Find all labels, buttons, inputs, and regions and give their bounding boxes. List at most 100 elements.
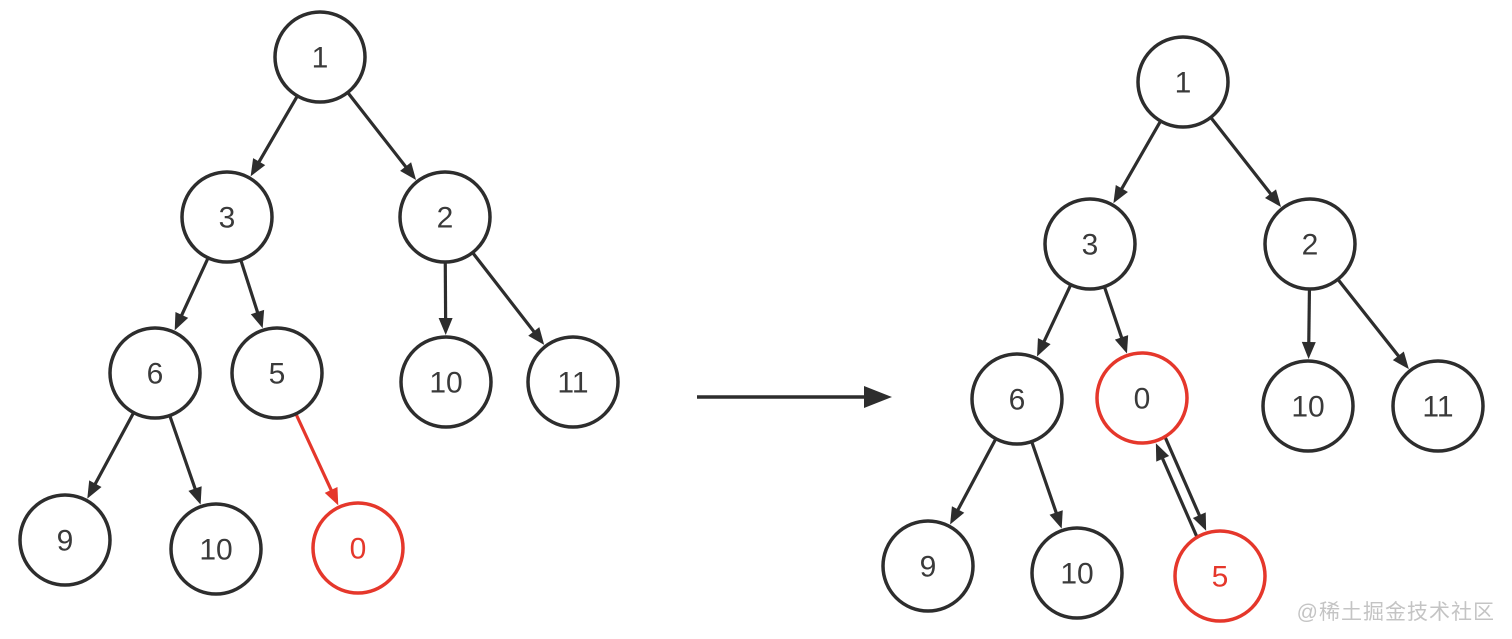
node-circle [273,10,367,104]
arrowhead-icon [1192,512,1207,531]
node-label: 5 [269,358,286,391]
node-circle [180,170,274,264]
edge-6-10b [1030,441,1063,529]
node-circle [1095,351,1189,445]
arrowhead-icon [1392,351,1409,370]
tree-before: 1 3 2 6 5 10 11 9 10 0 [18,10,620,596]
edge-1-3 [1113,121,1162,204]
node-circle [311,501,405,595]
arrowhead-icon [174,311,189,331]
node-label: 2 [437,202,454,235]
arrowhead-icon [87,480,102,499]
tree-before-node-10: 10 [169,502,263,596]
node-label: 10 [199,534,232,567]
node-label: 10 [429,367,462,400]
arrowhead-icon [528,327,545,345]
arrowhead-icon [188,486,202,505]
node-circle [108,326,202,420]
node-circle [1263,197,1357,291]
watermark: @稀土掘金技术社区 [1296,601,1495,624]
node-label: 1 [312,42,329,75]
tree-after-node-1: 1 [1136,35,1230,129]
node-label: 0 [350,533,367,566]
edge-3-6 [174,258,210,331]
node-circle [398,170,492,264]
arrowhead-icon [1265,189,1282,208]
arrowhead-icon [864,386,892,408]
node-label: 6 [1009,384,1026,417]
arrowhead-icon [324,486,339,506]
node-label: 1 [1175,67,1192,100]
node-circle [18,493,112,587]
node-label: 11 [1422,391,1453,424]
node-label: 6 [147,358,164,391]
edge-3-5 [239,260,265,329]
node-label: 9 [920,551,937,584]
arrowhead-icon [1155,443,1170,462]
node-label: 3 [219,202,236,235]
node-circle [526,335,620,429]
node-circle [399,335,493,429]
arrowhead-icon [1049,510,1063,529]
node-label: 10 [1060,558,1093,591]
arrowhead-icon [250,158,266,177]
edge-5-0 [294,414,339,506]
node-circle [1030,526,1124,620]
tree-after-node-6: 6 [970,352,1064,446]
node-circle [1261,359,1355,453]
node-label: 3 [1082,229,1099,262]
tree-after-node-3: 3 [1043,197,1137,291]
edge-2-11 [471,252,545,345]
tree-after-node-5: 5 [1173,529,1267,623]
node-label: 0 [1134,383,1151,416]
node-circle [970,352,1064,446]
arrowhead-icon [1113,185,1128,204]
edge-6-9 [87,412,135,499]
node-circle [230,326,324,420]
arrowhead-icon [950,506,965,525]
edge-2-10a [438,262,453,336]
node-label: 11 [557,367,588,400]
node-label: 10 [1291,391,1324,424]
edge-1-2 [1210,117,1282,208]
tree-after-node-9: 9 [881,519,975,613]
tree-before-node-5: 5 [230,326,324,420]
arrowhead-icon [1114,335,1129,354]
node-circle [1173,529,1267,623]
tree-before-node-11: 11 [526,335,620,429]
edge-3-6 [1037,284,1072,357]
tree-before-node-0: 0 [311,501,405,595]
tree-after-node-0: 0 [1095,351,1189,445]
node-circle [1391,359,1485,453]
edge-3-0 [1103,287,1129,354]
tree-before-node-6: 6 [108,326,202,420]
transform-arrow [697,386,892,408]
tree-before-node-2: 2 [398,170,492,264]
arrowhead-icon [438,317,453,336]
arrowhead-icon [250,309,265,329]
tree-after-node-11: 11 [1391,359,1485,453]
node-circle [1043,197,1137,291]
edge-1-2 [347,92,417,180]
tree-before-node-1: 1 [273,10,367,104]
node-circle [881,519,975,613]
tree-after-node-10: 10 [1261,359,1355,453]
node-label: 5 [1212,561,1229,594]
node-circle [169,502,263,596]
edge-5-0 [1155,443,1199,537]
edge-1-3 [250,95,299,177]
tree-before-node-10: 10 [399,335,493,429]
edge-6-9 [950,438,997,525]
arrowhead-icon [400,162,417,180]
arrowhead-icon [1037,338,1051,357]
edge-6-10b [168,415,202,505]
node-circle [1136,35,1230,129]
node-label: 9 [57,525,74,558]
edge-0-5 [1163,437,1207,531]
edge-2-10a [1301,289,1316,360]
tree-before-node-3: 3 [180,170,274,264]
tree-before-node-9: 9 [18,493,112,587]
